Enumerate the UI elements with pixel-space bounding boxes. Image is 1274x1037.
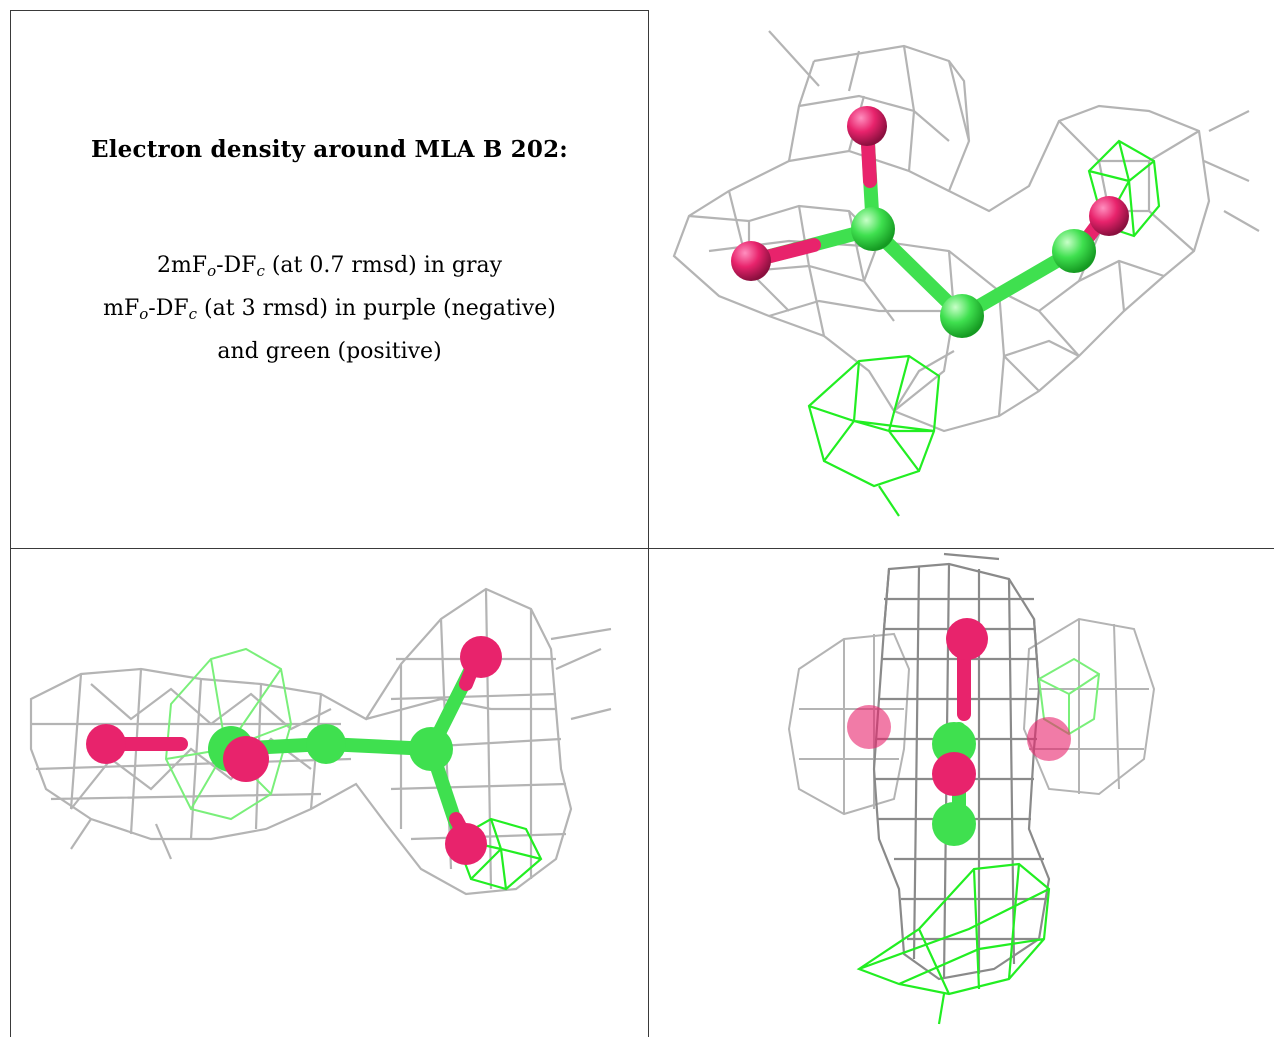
density-panel-view-3: [649, 549, 1274, 1037]
table-border-left: [10, 10, 11, 1037]
table-divider-vertical: [648, 10, 649, 1037]
density-render-view-1: [672, 30, 1260, 517]
mesh-positive: [807, 139, 1161, 517]
oxygen-atom: [847, 106, 887, 146]
density-panel-view-2: [11, 549, 648, 1037]
caption-cell: Electron density around MLA B 202: 2mFo-…: [10, 10, 649, 548]
carbon-atom: [1052, 229, 1096, 273]
oxygen-atom: [946, 618, 988, 660]
oxygen-atom: [86, 724, 126, 764]
molecule-view-1: [731, 106, 1129, 338]
mesh-2fofc: [672, 30, 1260, 433]
oxygen-atom: [1027, 717, 1071, 761]
table-divider-horizontal: [10, 548, 1274, 549]
oxygen-atom: [445, 823, 487, 865]
legend-line-fofc-positive: and green (positive): [217, 339, 442, 364]
mesh-positive: [856, 862, 1051, 1025]
oxygen-atom: [731, 241, 771, 281]
table-border-top: [10, 10, 649, 11]
legend-line-fofc: mFo-DFc (at 3 rmsd) in purple (negative): [103, 296, 556, 323]
carbon-atom: [409, 727, 453, 771]
oxygen-atom: [460, 636, 502, 678]
molecule-view-2: [86, 636, 502, 865]
carbon-atom: [851, 207, 895, 251]
carbon-atom: [306, 724, 346, 764]
carbon-atom: [932, 802, 976, 846]
molecule-view-3: [847, 618, 1071, 846]
mesh-2fofc: [787, 617, 1156, 816]
oxygen-atom: [1089, 196, 1129, 236]
oxygen-atom: [847, 705, 891, 749]
density-panel-view-1: [649, 11, 1274, 548]
legend-line-2fofc: 2mFo-DFc (at 0.7 rmsd) in gray: [156, 253, 503, 280]
caption-title: Electron density around MLA B 202:: [91, 136, 568, 163]
mesh-positive: [454, 817, 543, 891]
density-render-view-2: [29, 587, 612, 896]
carbon-atom: [940, 294, 984, 338]
density-render-view-3: [787, 552, 1156, 1025]
oxygen-atom: [223, 736, 269, 782]
caption-legend: 2mFo-DFc (at 0.7 rmsd) in gray mFo-DFc (…: [103, 247, 556, 371]
oxygen-atom: [932, 752, 976, 796]
